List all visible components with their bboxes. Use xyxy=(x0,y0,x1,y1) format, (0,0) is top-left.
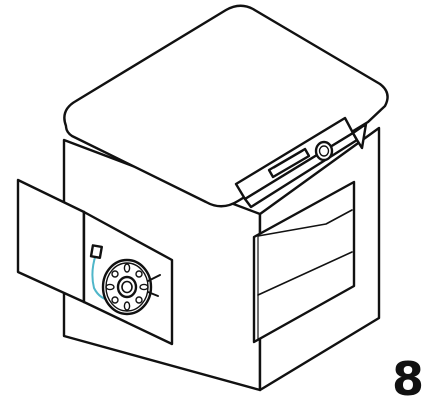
lcd-display-icon xyxy=(267,147,311,179)
step-number: 8 xyxy=(392,352,425,406)
filament-sensor xyxy=(89,244,103,259)
filament-spool-icon xyxy=(101,258,161,316)
control-knob-icon xyxy=(314,140,334,162)
